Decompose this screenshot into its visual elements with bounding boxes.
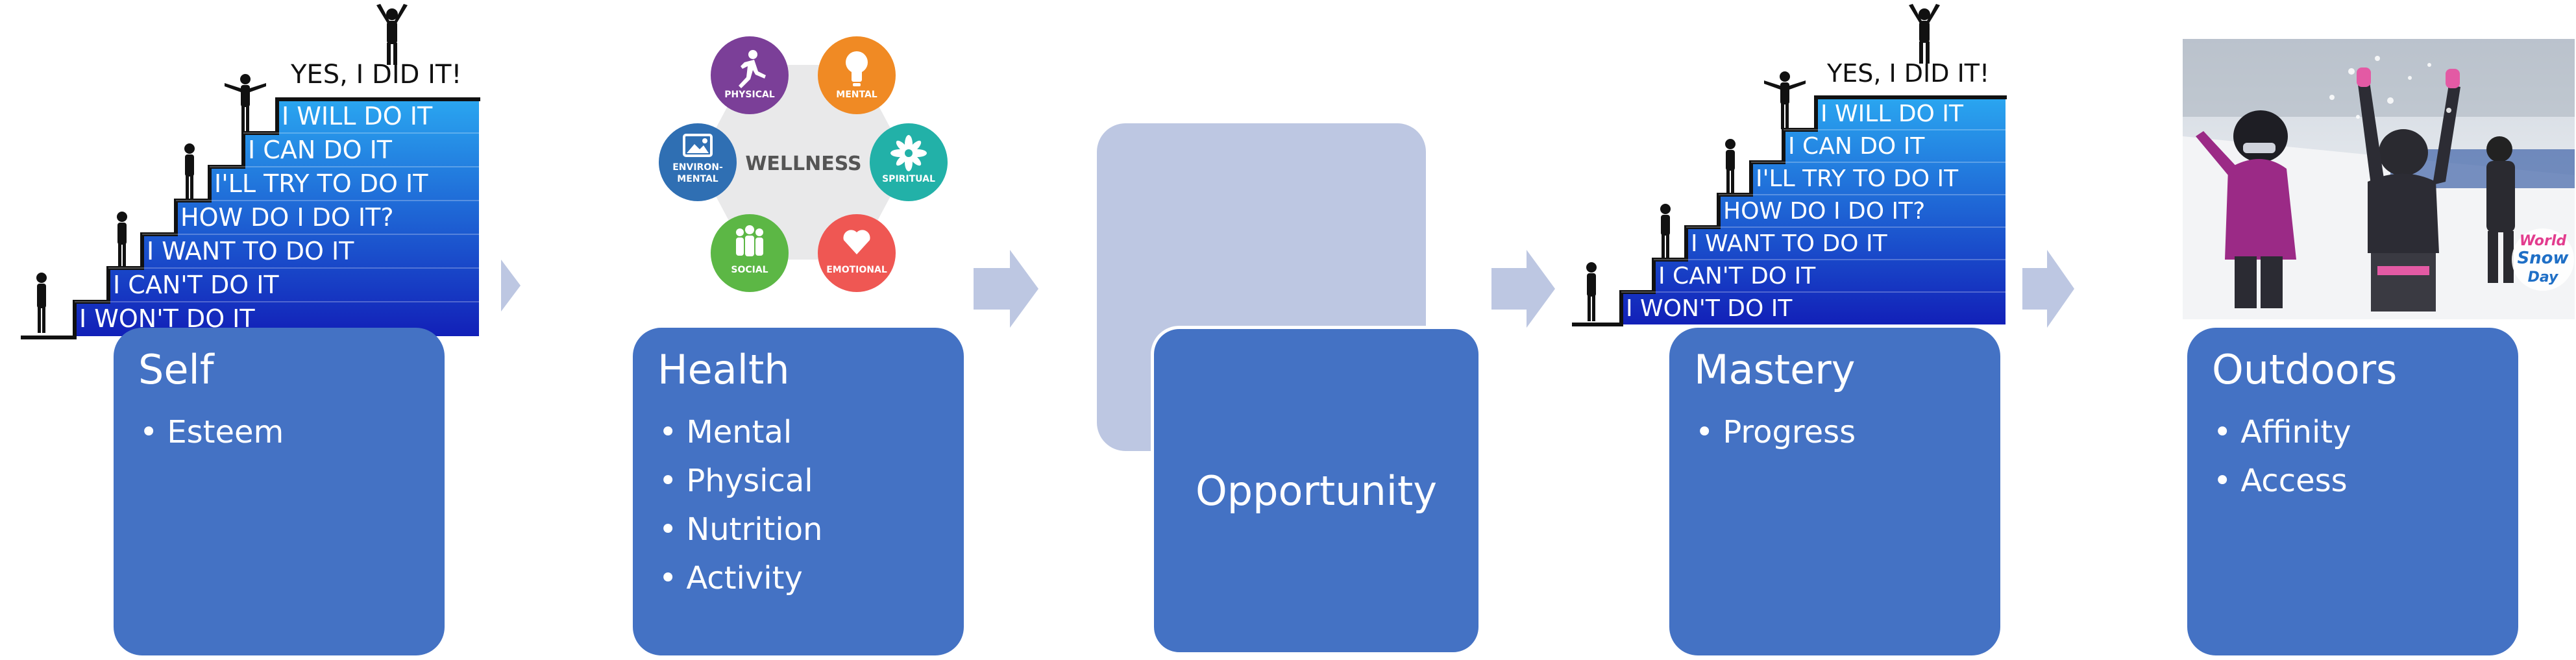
svg-text:SPIRITUAL: SPIRITUAL bbox=[882, 174, 935, 184]
health-box: Health Mental Physical Nutrition Activit… bbox=[633, 328, 964, 655]
stair-step-label: I CAN DO IT bbox=[248, 136, 393, 164]
staircase-graphic-mastery: YES, I DID IT! I WILL DO IT I CAN DO IT … bbox=[1571, 0, 2009, 328]
lightbulb-icon bbox=[846, 51, 868, 86]
person-silhouette-1 bbox=[36, 273, 47, 333]
self-title: Self bbox=[138, 346, 214, 393]
mastery-list: Progress bbox=[1694, 408, 1976, 457]
emotional-dimension: EMOTIONAL bbox=[818, 214, 896, 292]
svg-text:Day: Day bbox=[2528, 269, 2559, 286]
heart-icon bbox=[843, 230, 870, 254]
list-item: Physical bbox=[659, 457, 939, 506]
person-silhouette-4 bbox=[225, 74, 266, 132]
landscape-picture-icon bbox=[683, 134, 713, 157]
flow-arrow-3 bbox=[1491, 250, 1555, 328]
stair-step-label: I WILL DO IT bbox=[282, 102, 433, 130]
list-item: Progress bbox=[1695, 408, 1976, 457]
svg-text:ENVIRON-: ENVIRON- bbox=[672, 162, 723, 173]
person-silhouette-5 bbox=[1909, 4, 1940, 64]
person-silhouette-1 bbox=[1586, 262, 1597, 321]
flow-arrow-1 bbox=[501, 260, 521, 312]
wellness-wheel: WELLNESS PHYSICAL MENTAL SPIRITUAL bbox=[656, 26, 954, 299]
self-list: Esteem bbox=[138, 408, 420, 457]
stair-step-label: HOW DO I DO IT? bbox=[180, 203, 394, 232]
list-item: Activity bbox=[659, 554, 939, 603]
list-item: Mental bbox=[659, 408, 939, 457]
stair-step-label: I'LL TRY TO DO IT bbox=[214, 169, 428, 198]
social-dimension: SOCIAL bbox=[711, 214, 789, 292]
health-title: Health bbox=[657, 346, 790, 393]
running-person-icon bbox=[739, 50, 766, 88]
stair-step-label: I CAN'T DO IT bbox=[1658, 263, 1816, 289]
outdoors-title: Outdoors bbox=[2212, 346, 2398, 393]
opportunity-title: Opportunity bbox=[1195, 467, 1438, 515]
stair-top-label: YES, I DID IT! bbox=[1826, 59, 1989, 88]
svg-text:EMOTIONAL: EMOTIONAL bbox=[826, 265, 887, 275]
list-item: Nutrition bbox=[659, 506, 939, 554]
group-people-icon bbox=[736, 225, 763, 256]
svg-text:Snow: Snow bbox=[2517, 249, 2569, 268]
stair-step-label: I WANT TO DO IT bbox=[147, 237, 354, 265]
list-item: Affinity bbox=[2213, 408, 2494, 457]
list-item: Esteem bbox=[140, 408, 420, 457]
person-silhouette-2 bbox=[117, 212, 127, 267]
stair-step-label: I WANT TO DO IT bbox=[1691, 230, 1888, 257]
stair-step-label: I'LL TRY TO DO IT bbox=[1756, 165, 1959, 192]
outdoors-box: Outdoors Affinity Access bbox=[2187, 328, 2518, 655]
flow-arrow-2 bbox=[974, 250, 1038, 328]
svg-text:MENTAL: MENTAL bbox=[836, 90, 877, 100]
wellness-center-label: WELLNESS bbox=[745, 153, 861, 175]
world-snow-day-badge: World Snow Day bbox=[2512, 228, 2574, 291]
lotus-flower-icon bbox=[890, 135, 927, 171]
child-skier-left bbox=[2196, 110, 2296, 308]
flow-arrow-4 bbox=[2022, 250, 2074, 328]
snow-day-photo: World Snow Day bbox=[2183, 39, 2575, 319]
stair-top-label: YES, I DID IT! bbox=[290, 60, 461, 90]
mastery-title: Mastery bbox=[1694, 346, 1856, 393]
outdoors-list: Affinity Access bbox=[2212, 408, 2494, 506]
adult-skier-background bbox=[2486, 136, 2515, 283]
physical-dimension: PHYSICAL bbox=[711, 36, 789, 114]
stair-step-label: HOW DO I DO IT? bbox=[1723, 198, 1925, 225]
stair-step-label: I CAN'T DO IT bbox=[113, 271, 279, 299]
person-silhouette-5 bbox=[376, 4, 408, 65]
staircase-graphic-self: YES, I DID IT! I WILL DO IT I CAN DO IT … bbox=[18, 0, 482, 341]
person-silhouette-2 bbox=[1660, 204, 1671, 258]
list-item: Access bbox=[2213, 457, 2494, 506]
svg-text:SOCIAL: SOCIAL bbox=[731, 265, 768, 275]
mastery-box: Mastery Progress bbox=[1669, 328, 2000, 655]
stair-step-label: I CAN DO IT bbox=[1788, 133, 1925, 160]
svg-text:World: World bbox=[2520, 233, 2567, 249]
child-skier-right bbox=[2357, 67, 2460, 312]
health-list: Mental Physical Nutrition Activity bbox=[657, 408, 939, 603]
stair-step-label: I WILL DO IT bbox=[1821, 101, 1964, 127]
person-silhouette-4 bbox=[1764, 71, 1806, 129]
svg-text:PHYSICAL: PHYSICAL bbox=[724, 90, 775, 100]
mental-dimension: MENTAL bbox=[818, 36, 896, 114]
spiritual-dimension: SPIRITUAL bbox=[870, 123, 948, 201]
self-box: Self Esteem bbox=[114, 328, 445, 655]
person-silhouette-3 bbox=[184, 143, 195, 199]
svg-text:MENTAL: MENTAL bbox=[677, 174, 718, 184]
opportunity-box: Opportunity bbox=[1151, 326, 1482, 655]
person-silhouette-3 bbox=[1725, 139, 1736, 193]
environmental-dimension: ENVIRON- MENTAL bbox=[659, 123, 737, 201]
stair-step-label: I WON'T DO IT bbox=[1626, 295, 1793, 322]
